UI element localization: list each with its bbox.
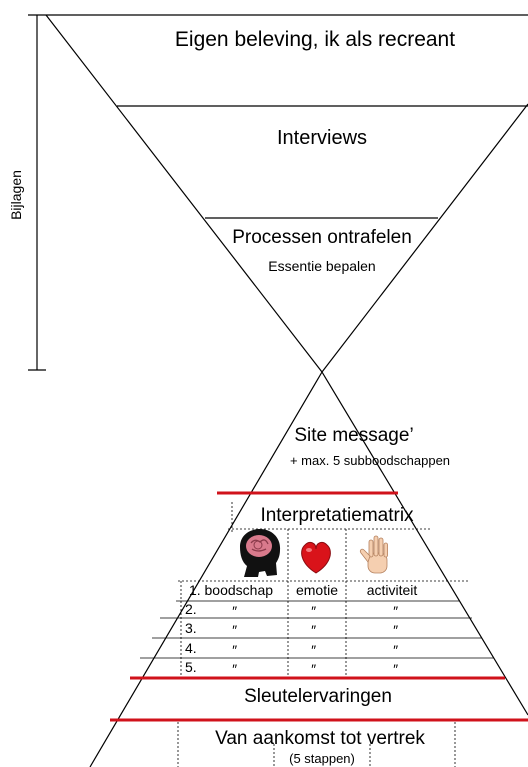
ditto-mark: ″ xyxy=(311,603,317,619)
ditto-mark: ″ xyxy=(232,603,238,619)
hand-icon xyxy=(359,535,388,574)
aankomst-subtitle: (5 stappen) xyxy=(289,751,355,766)
site-message-subtitle: + max. 5 subboodschappen xyxy=(290,453,450,468)
matrix-grid xyxy=(140,502,494,677)
matrix-column-header: 1. boodschap xyxy=(189,582,273,598)
ditto-mark: ″ xyxy=(311,622,317,638)
table-row: 3. ″ ″ ″ xyxy=(185,620,399,638)
table-row: 2. ″ ″ ″ xyxy=(185,601,399,619)
row-number: 3. xyxy=(185,620,197,636)
table-row: 5. ″ ″ ″ xyxy=(185,659,399,677)
ditto-mark: ″ xyxy=(311,661,317,677)
table-row: 4. ″ ″ ″ xyxy=(185,640,399,658)
site-message-title: Site message’ xyxy=(294,425,413,446)
funnel-level-title: Processen ontrafelen xyxy=(232,227,412,248)
aankomst-title: Van aankomst tot vertrek xyxy=(215,728,425,749)
matrix-title: Interpretatiematrix xyxy=(260,505,414,526)
ditto-mark: ″ xyxy=(393,642,399,658)
ditto-mark: ″ xyxy=(232,642,238,658)
matrix-column-header: emotie xyxy=(296,582,338,598)
heart-icon xyxy=(301,541,331,574)
row-number: 2. xyxy=(185,601,197,617)
sleutel-title: Sleutelervaringen xyxy=(244,686,392,707)
funnel-level-subtitle: Essentie bepalen xyxy=(268,258,375,274)
brain-head-icon xyxy=(240,529,281,577)
ditto-mark: ″ xyxy=(311,642,317,658)
funnel: Eigen beleving, ik als recreant Intervie… xyxy=(45,14,528,373)
ditto-mark: ″ xyxy=(232,622,238,638)
ditto-mark: ″ xyxy=(393,661,399,677)
funnel-level-title: Eigen beleving, ik als recreant xyxy=(175,28,455,51)
row-number: 5. xyxy=(185,659,197,675)
side-bracket-label: Bijlagen xyxy=(8,170,24,220)
matrix-column-header: activiteit xyxy=(367,582,418,598)
funnel-level-title: Interviews xyxy=(277,127,367,149)
pyramid: Site message’ + max. 5 subboodschappen I… xyxy=(89,371,528,767)
aankomst-steps-grid xyxy=(177,722,456,767)
row-number: 4. xyxy=(185,640,197,656)
ditto-mark: ″ xyxy=(232,661,238,677)
ditto-mark: ″ xyxy=(393,622,399,638)
ditto-mark: ″ xyxy=(393,603,399,619)
side-bracket: Bijlagen xyxy=(8,14,46,371)
